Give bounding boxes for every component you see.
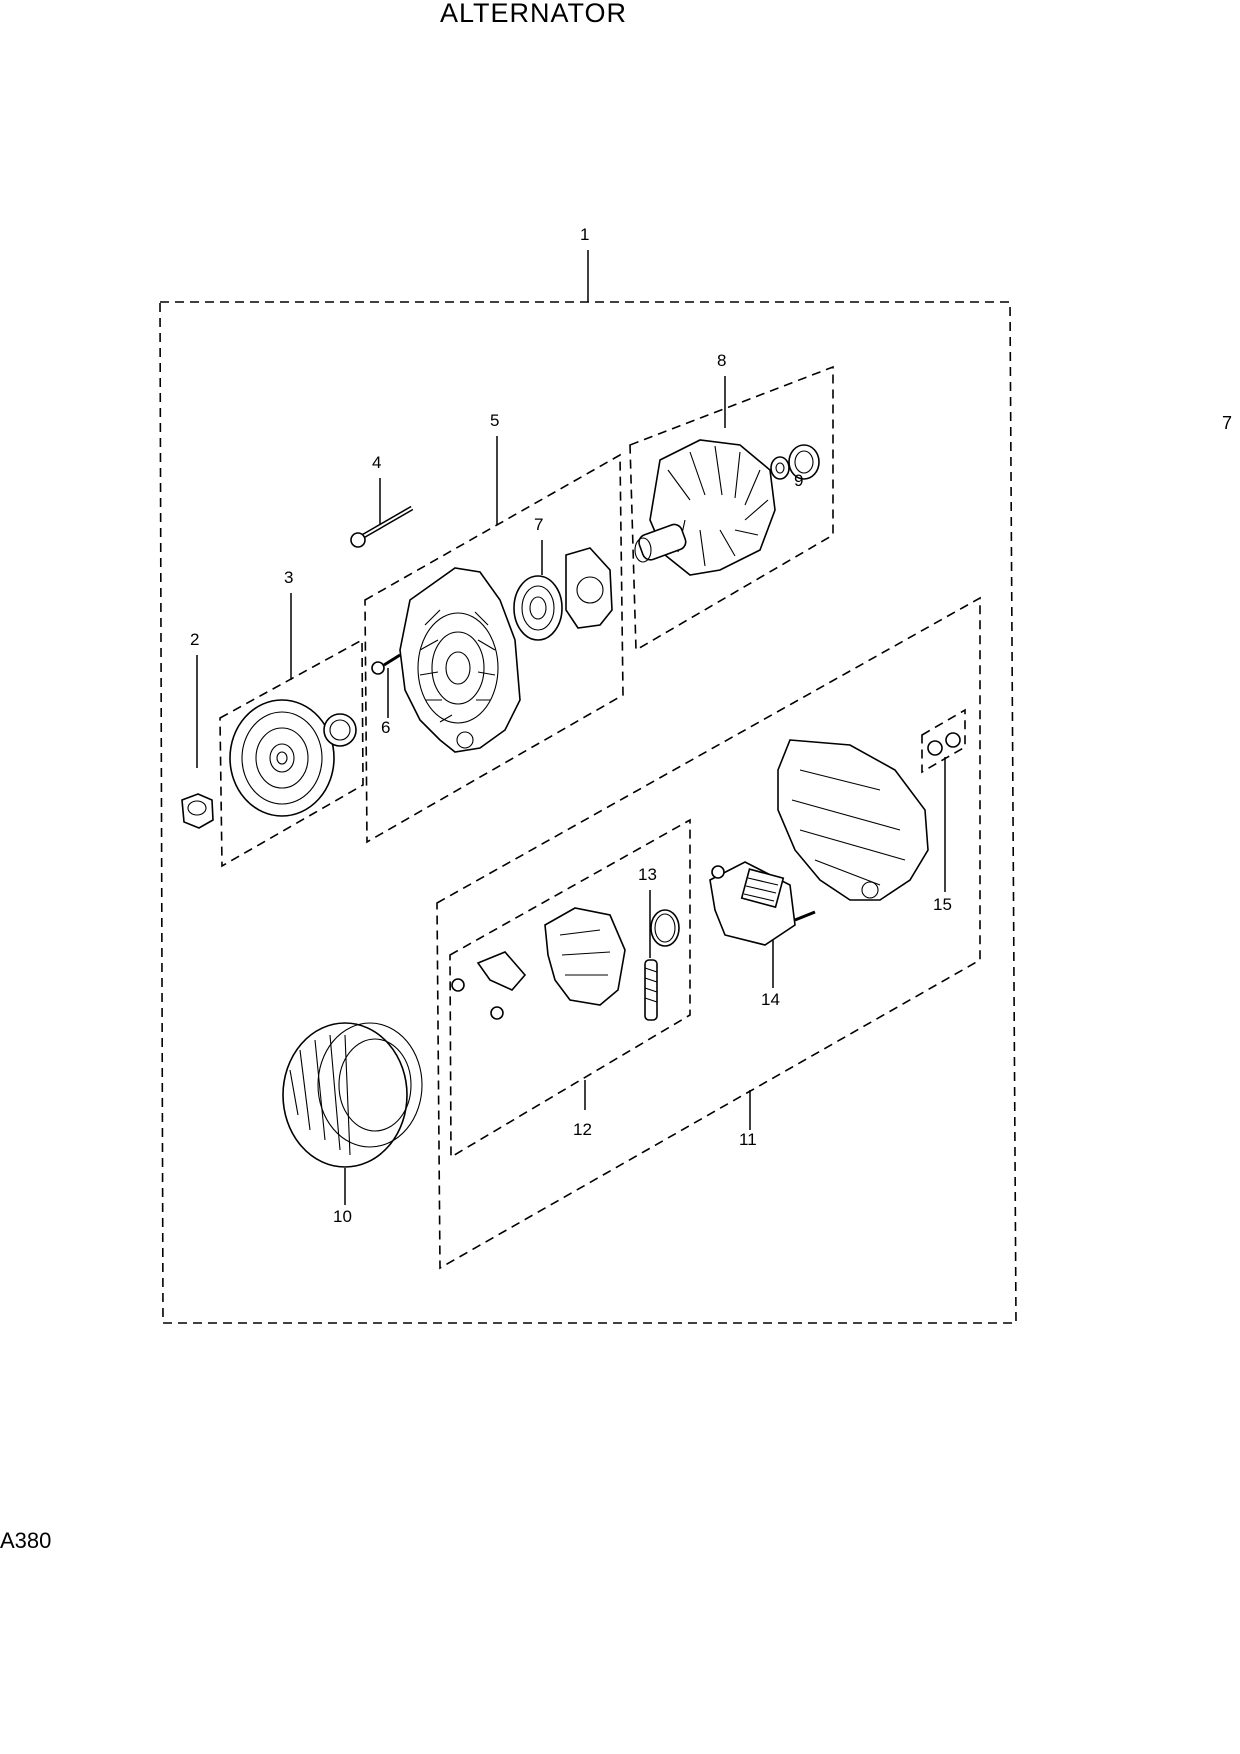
spacer-collar-icon: [323, 713, 357, 747]
callout-8: 8: [717, 351, 726, 370]
page-title: ALTERNATOR: [440, 0, 628, 28]
rear-bearing-icon: [770, 444, 820, 480]
outline-group-11: [436, 596, 981, 1270]
stator-icon: [282, 1022, 423, 1168]
outline-group-15: [921, 708, 966, 774]
callout-5: 5: [490, 411, 499, 430]
callout-10: 10: [333, 1207, 352, 1226]
callout-7: 7: [534, 515, 543, 534]
callout-15: 15: [933, 895, 952, 914]
callout-9: 9: [794, 471, 803, 490]
page-number: 7: [1222, 413, 1233, 433]
pulley-icon: [229, 699, 335, 817]
screw-icon: [371, 653, 401, 675]
callout-1: 1: [580, 225, 589, 244]
outline-group-8: [629, 365, 834, 652]
leader-lines: [196, 250, 946, 1205]
bolt-icon: [350, 505, 414, 548]
callout-14: 14: [761, 990, 780, 1009]
callout-13: 13: [638, 865, 657, 884]
bearing-icon: [513, 575, 563, 641]
callout-6: 6: [381, 718, 390, 737]
regulator-icon: [709, 861, 816, 946]
figure-code: A380: [0, 1528, 52, 1553]
callout-11: 11: [739, 1130, 757, 1149]
outline-group-3: [219, 638, 364, 868]
callout-labels: 1 2 3 4 5 6 7 8 9 10 11 12 13 14 15: [190, 225, 952, 1226]
callout-3: 3: [284, 568, 293, 587]
retainer-plate-icon: [565, 547, 613, 629]
hex-nut-icon: [181, 793, 214, 829]
outline-assembly-1: [159, 301, 1017, 1324]
callout-2: 2: [190, 630, 199, 649]
rotor-icon: [634, 439, 776, 576]
brush-holder-icon: [451, 907, 626, 1020]
rear-bracket-icon: [777, 739, 929, 901]
callout-4: 4: [372, 453, 381, 472]
outline-group-5: [364, 453, 624, 844]
outline-group-12: [449, 818, 691, 1159]
brush-spring-icon: [644, 909, 680, 1021]
small-nuts-icon: [927, 732, 961, 756]
front-bracket-icon: [399, 567, 521, 753]
group-outlines: [159, 301, 1017, 1324]
callout-12: 12: [573, 1120, 592, 1139]
